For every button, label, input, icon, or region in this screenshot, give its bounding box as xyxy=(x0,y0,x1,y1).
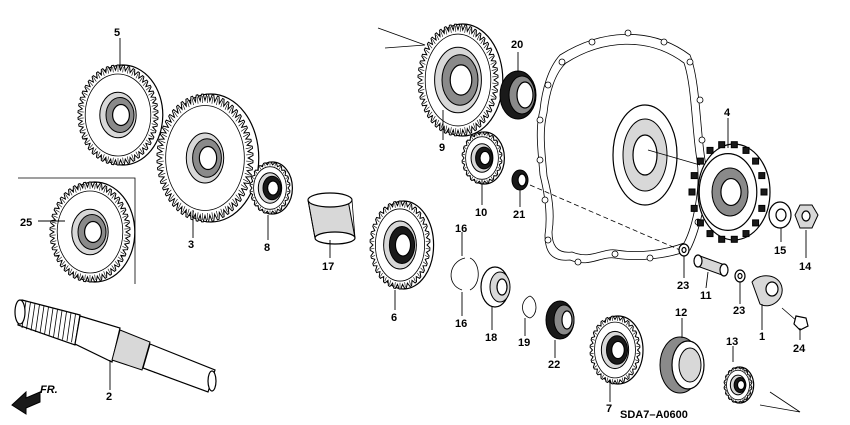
front-direction-label: FR. xyxy=(40,384,58,396)
gear-5 xyxy=(77,64,164,166)
snap-ring-19 xyxy=(522,295,537,319)
needle-bearing-20 xyxy=(499,70,537,120)
part-label-23a: 23 xyxy=(677,280,689,292)
part-label-3: 3 xyxy=(188,239,194,251)
gear-25 xyxy=(49,181,136,283)
part-label-17: 17 xyxy=(322,261,334,273)
bracket-1 xyxy=(751,275,783,307)
part-label-16b: 16 xyxy=(455,318,467,330)
part-label-22: 22 xyxy=(548,359,560,371)
part-label-12: 12 xyxy=(675,307,687,319)
washer-15 xyxy=(768,201,792,229)
part-label-19: 19 xyxy=(518,337,530,349)
park-gear-4 xyxy=(688,141,771,243)
gear-13 xyxy=(723,366,755,404)
part-label-10: 10 xyxy=(475,207,487,219)
sleeve-ring-12 xyxy=(659,336,705,394)
part-label-13: 13 xyxy=(726,336,738,348)
ball-bearing-18 xyxy=(480,266,511,308)
shaft-11 xyxy=(693,254,729,277)
inset-frame xyxy=(18,177,136,284)
snap-ring-16 xyxy=(450,257,479,291)
part-label-23b: 23 xyxy=(733,305,745,317)
part-label-5: 5 xyxy=(114,27,120,39)
part-label-9: 9 xyxy=(439,142,445,154)
part-label-18: 18 xyxy=(485,332,497,344)
bolt-24 xyxy=(781,307,809,331)
gear-3 xyxy=(156,93,260,223)
part-label-20: 20 xyxy=(511,39,523,51)
part-label-25: 25 xyxy=(20,217,32,229)
washer-23b xyxy=(734,269,746,283)
arrow-indicator-top xyxy=(377,27,426,49)
part-label-11: 11 xyxy=(700,290,712,302)
gear-8 xyxy=(249,161,293,215)
part-label-24: 24 xyxy=(793,343,806,355)
part-labels: 5 3 8 17 25 2 6 9 20 10 21 16 16 18 19 2… xyxy=(20,27,812,415)
washer-23a xyxy=(678,243,690,257)
part-label-14: 14 xyxy=(799,261,812,273)
part-label-15: 15 xyxy=(774,245,786,257)
gear-7 xyxy=(589,315,644,385)
nut-14 xyxy=(794,204,819,229)
part-label-8: 8 xyxy=(264,242,270,254)
needle-bearing-22 xyxy=(545,300,575,340)
front-direction-arrow xyxy=(11,390,41,415)
sleeve-17 xyxy=(307,192,356,245)
gear-6 xyxy=(369,200,435,290)
gear-10 xyxy=(461,131,505,185)
gear-9 xyxy=(417,23,504,137)
part-label-16a: 16 xyxy=(455,223,467,235)
part-label-2: 2 xyxy=(106,391,112,403)
needle-bearing-21 xyxy=(511,169,529,191)
leader-lines xyxy=(38,38,807,402)
part-label-6: 6 xyxy=(391,312,397,324)
case-bearing-inner xyxy=(632,134,658,176)
diagram-code: SDA7–A0600 xyxy=(620,409,688,421)
mainshaft-2 xyxy=(14,299,217,393)
guide-line xyxy=(529,184,681,251)
case-gasket xyxy=(536,29,711,266)
arrow-indicator-bottom xyxy=(759,391,801,413)
part-label-7: 7 xyxy=(606,403,612,415)
part-label-1: 1 xyxy=(759,331,765,343)
part-label-4: 4 xyxy=(724,107,731,119)
part-label-21: 21 xyxy=(513,209,525,221)
